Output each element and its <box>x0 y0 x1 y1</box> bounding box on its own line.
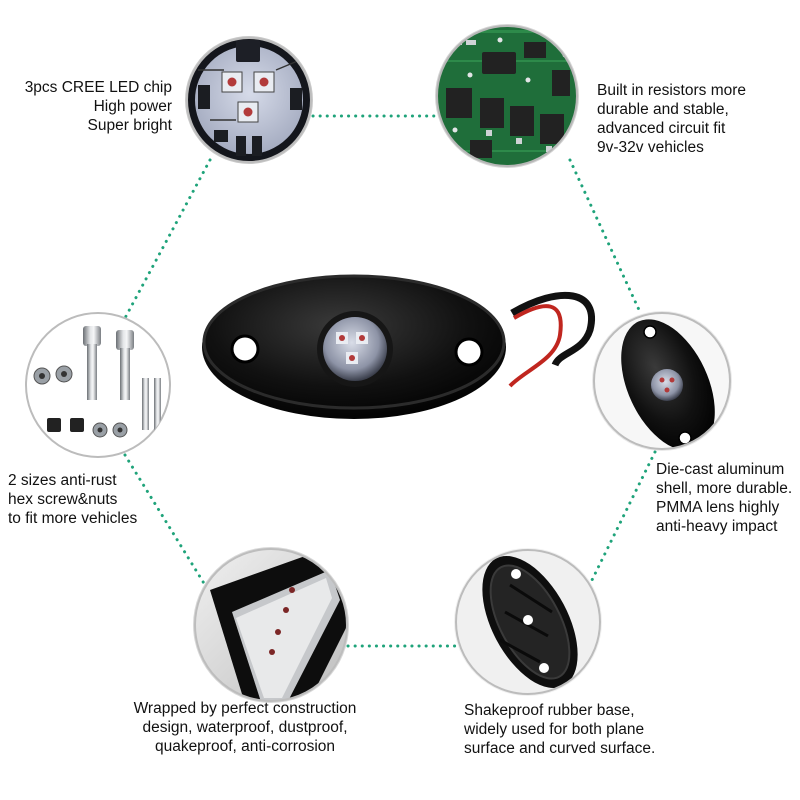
caption-shell-line-4: anti-heavy impact <box>656 518 778 535</box>
caption-led-chip-line-3: Super bright <box>87 117 172 134</box>
caption-led-chip-line-2: High power <box>93 98 172 115</box>
caption-circuit-line-2: durable and stable, <box>597 101 729 118</box>
construction-closeup <box>193 547 349 703</box>
caption-circuit-line-1: Built in resistors more <box>597 82 747 99</box>
caption-construction-line-2: design, waterproof, dustproof, <box>142 719 348 736</box>
caption-led-chip: 3pcs CREE LED chip High power Super brig… <box>0 78 172 135</box>
caption-screws-line-2: hex screw&nuts <box>8 491 118 508</box>
dotted-connector-lines <box>123 114 657 648</box>
caption-screws-line-3: to fit more vehicles <box>8 510 138 527</box>
caption-screws: 2 sizes anti-rust hex screw&nuts to fit … <box>8 471 137 528</box>
caption-construction-line-1: Wrapped by perfect construction <box>133 700 357 717</box>
caption-circuit-line-3: advanced circuit fit <box>597 120 726 137</box>
led-chip-closeup <box>185 36 313 164</box>
caption-shell-line-2: shell, more durable. <box>656 480 793 497</box>
caption-led-chip-line-1: 3pcs CREE LED chip <box>24 79 172 96</box>
circuit-board-closeup <box>435 24 579 168</box>
caption-screws-line-1: 2 sizes anti-rust <box>8 472 117 489</box>
caption-shell: Die-cast aluminum shell, more durable. P… <box>656 460 792 536</box>
caption-shell-line-1: Die-cast aluminum <box>656 461 785 478</box>
caption-construction: Wrapped by perfect construction design, … <box>105 699 385 756</box>
caption-circuit: Built in resistors more durable and stab… <box>597 81 746 157</box>
caption-rubber-base-line-1: Shakeproof rubber base, <box>464 702 635 719</box>
screws-and-nuts-closeup <box>25 312 171 458</box>
caption-rubber-base-line-3: surface and curved surface. <box>464 740 656 757</box>
caption-circuit-line-4: 9v-32v vehicles <box>597 139 704 156</box>
rubber-base-closeup <box>454 548 602 696</box>
aluminum-shell-closeup <box>592 311 732 451</box>
caption-shell-line-3: PMMA lens highly <box>656 499 780 516</box>
caption-rubber-base: Shakeproof rubber base, widely used for … <box>464 701 655 758</box>
caption-construction-line-3: quakeproof, anti-corrosion <box>154 738 336 755</box>
caption-rubber-base-line-2: widely used for both plane <box>464 721 645 738</box>
rock-light-housing <box>202 274 595 419</box>
